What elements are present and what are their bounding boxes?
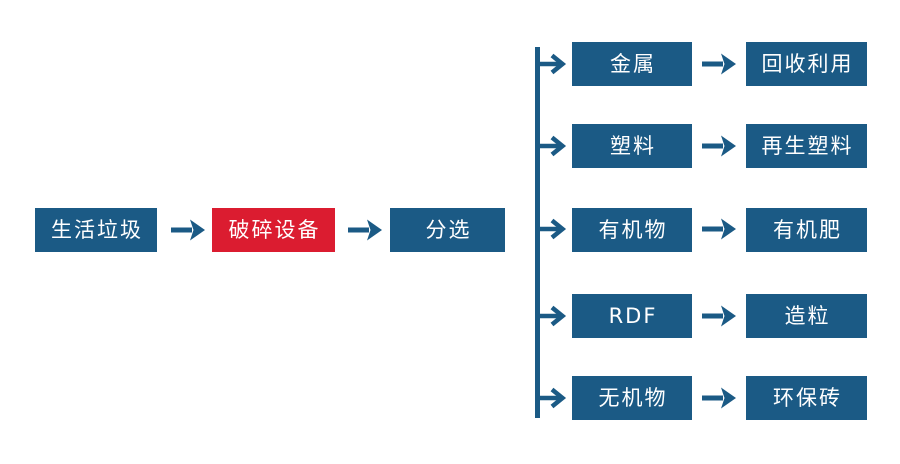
node-sorting: 分选 (390, 208, 505, 252)
arrow-right-icon (702, 305, 736, 327)
node-plastic: 塑料 (572, 124, 692, 168)
node-metal: 金属 (572, 42, 692, 86)
branch-connector-line (535, 47, 540, 418)
arrow-right-icon (171, 219, 205, 241)
node-organic-matter: 有机物 (572, 208, 692, 252)
node-crusher-equipment: 破碎设备 (212, 208, 335, 252)
arrow-right-icon (702, 387, 736, 409)
node-rdf: RDF (572, 294, 692, 338)
node-inorganic-matter: 无机物 (572, 376, 692, 420)
arrow-right-icon (702, 53, 736, 75)
branch-arrow-icon (539, 305, 567, 327)
node-recycling: 回收利用 (746, 42, 867, 86)
node-granulation: 造粒 (746, 294, 867, 338)
branch-arrow-icon (539, 387, 567, 409)
node-recycled-plastic: 再生塑料 (746, 124, 867, 168)
branch-arrow-icon (539, 53, 567, 75)
branch-arrow-icon (539, 218, 567, 240)
arrow-right-icon (702, 218, 736, 240)
node-household-waste: 生活垃圾 (35, 208, 157, 252)
node-organic-fertilizer: 有机肥 (746, 208, 867, 252)
arrow-right-icon (348, 219, 382, 241)
node-eco-brick: 环保砖 (746, 376, 867, 420)
arrow-right-icon (702, 135, 736, 157)
branch-arrow-icon (539, 135, 567, 157)
